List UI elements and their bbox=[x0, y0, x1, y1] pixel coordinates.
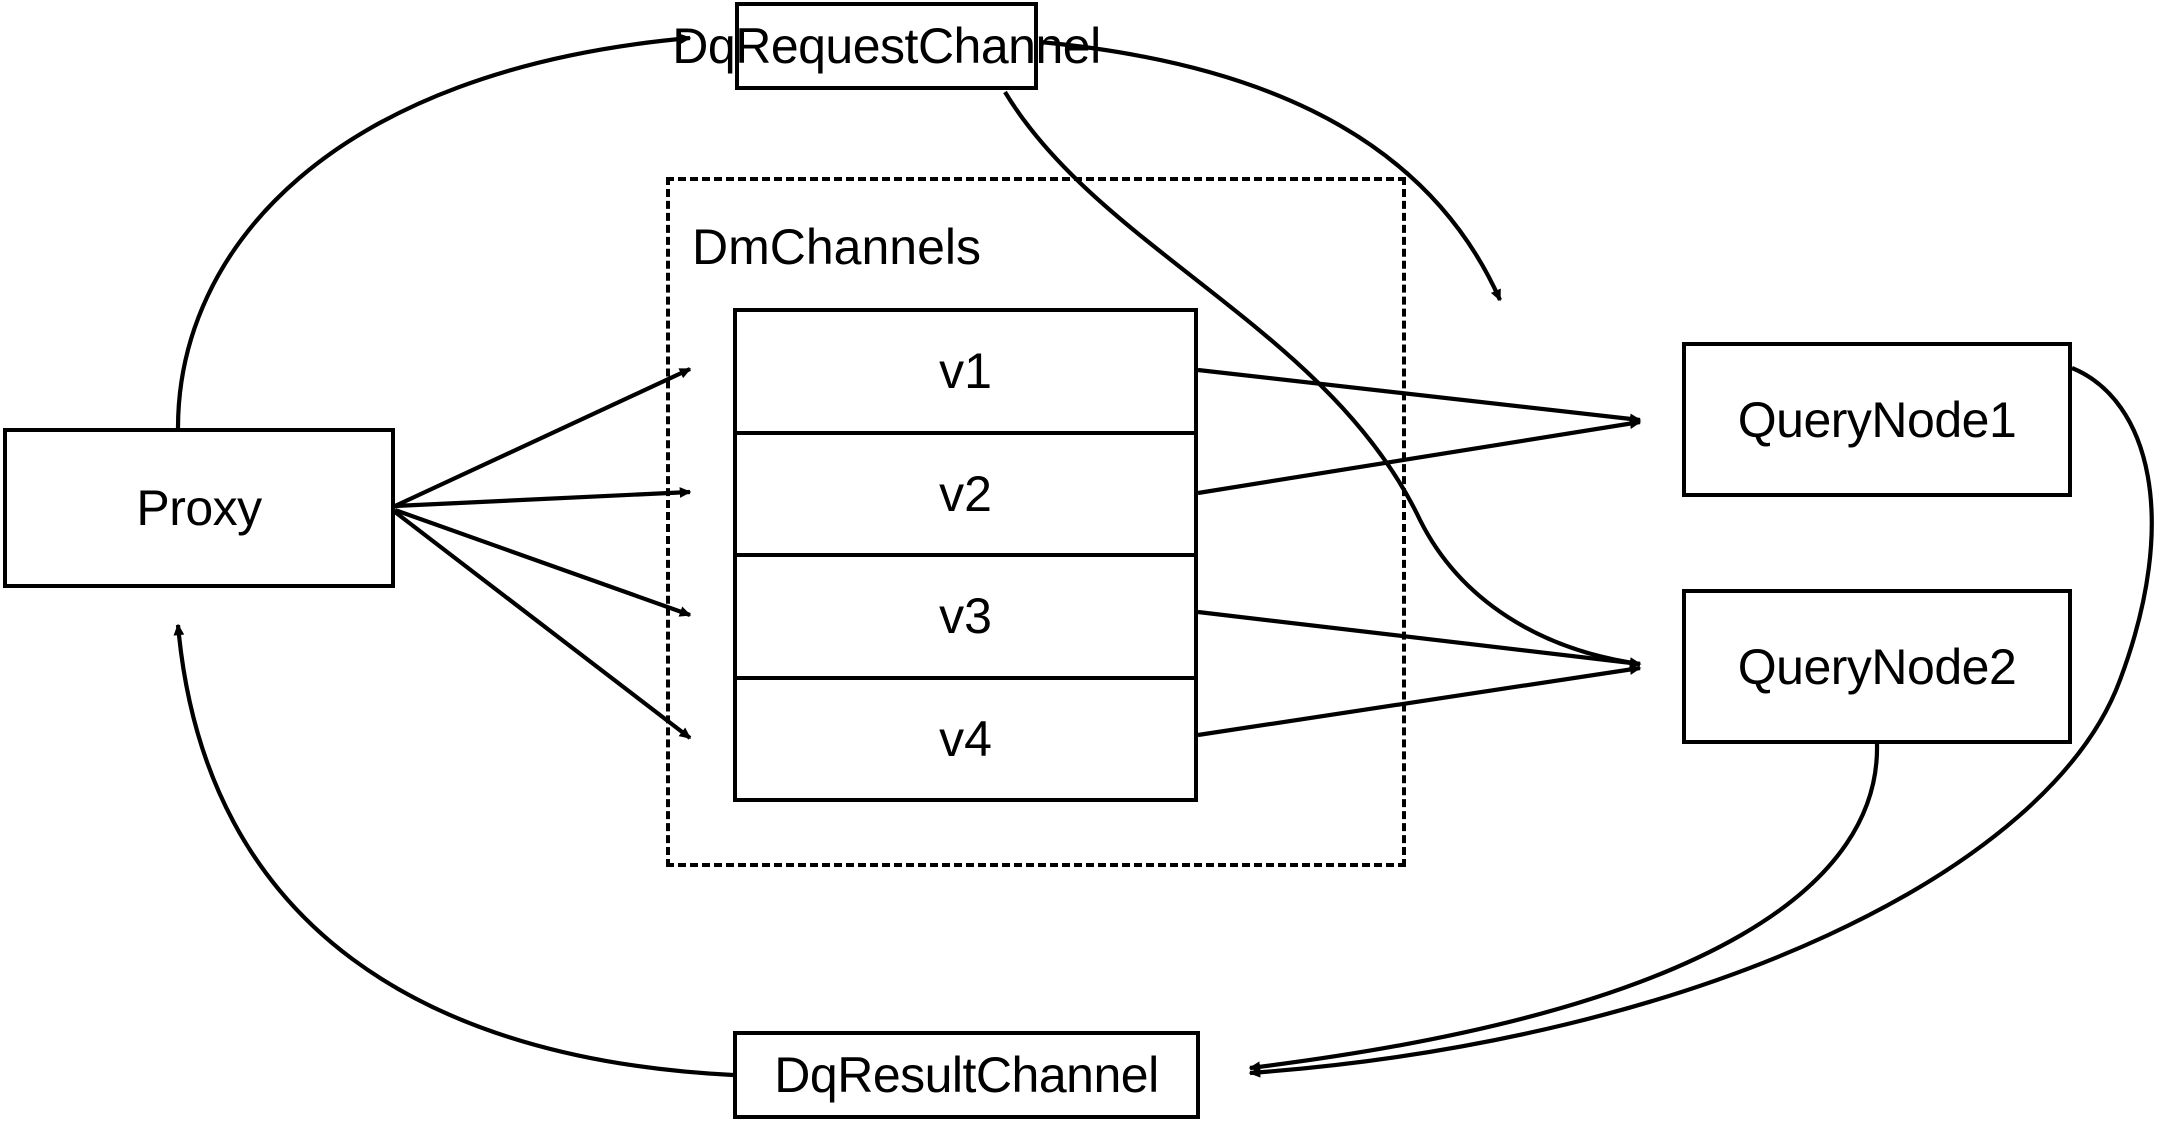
channel-row-v2[interactable]: v2 bbox=[737, 434, 1194, 557]
edge-proxy-to-v2 bbox=[394, 487, 692, 509]
group-dm-channels bbox=[666, 177, 1406, 867]
edge-proxy-to-dq-request-channel bbox=[175, 33, 692, 429]
edge-query-node-1-to-dq-result-channel bbox=[1248, 366, 2154, 1078]
node-proxy[interactable]: Proxy bbox=[3, 428, 395, 588]
edge-v4-to-query-node-2 bbox=[1197, 664, 1642, 738]
node-dq-result-channel[interactable]: DqResultChannel bbox=[733, 1031, 1200, 1119]
group-dm-channels-label: DmChannels bbox=[692, 219, 982, 275]
edge-v1-to-query-node-1 bbox=[1197, 367, 1642, 425]
channel-row-v4[interactable]: v4 bbox=[737, 679, 1194, 798]
edge-dq-request-channel-to-query-node-2 bbox=[1003, 90, 1642, 668]
node-query-node-1[interactable]: QueryNode1 bbox=[1682, 342, 2072, 497]
node-dq-request-channel[interactable]: DqRequestChannel bbox=[672, 2, 1101, 90]
edge-proxy-to-v3 bbox=[394, 508, 692, 617]
edge-query-node-2-to-dq-result-channel bbox=[1248, 743, 1880, 1073]
edge-v3-to-query-node-2 bbox=[1197, 609, 1642, 669]
edge-v2-to-query-node-1 bbox=[1197, 418, 1642, 496]
edge-proxy-to-v1 bbox=[394, 367, 692, 508]
edge-dq-request-channel-to-query-node-1 bbox=[1039, 39, 1502, 302]
edge-proxy-to-v4 bbox=[393, 510, 692, 740]
channel-row-v3[interactable]: v3 bbox=[737, 557, 1194, 680]
dm-channel-table: v1 v2 v3 v4 bbox=[733, 308, 1198, 802]
channel-row-v1[interactable]: v1 bbox=[737, 312, 1194, 435]
node-query-node-2[interactable]: QueryNode2 bbox=[1682, 589, 2072, 744]
edge-dq-result-channel-to-proxy bbox=[173, 623, 734, 1078]
